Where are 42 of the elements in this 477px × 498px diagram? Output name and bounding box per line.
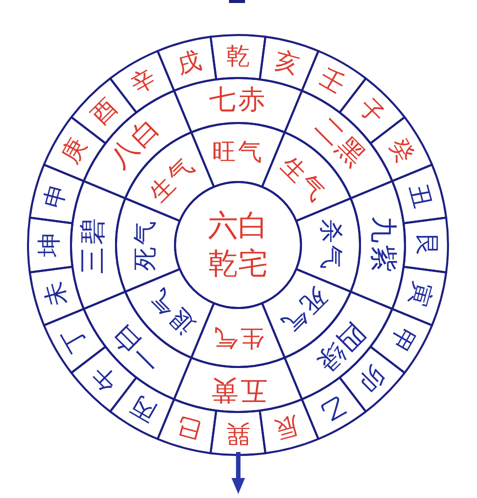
house-label: 乾宅 [208, 246, 268, 282]
star-label: 五黄 [209, 374, 267, 406]
mountain-label: 未 [38, 278, 72, 310]
mountain-sector [402, 216, 449, 274]
mountain-label: 庚 [56, 133, 92, 168]
mountain-sector [27, 216, 74, 274]
qi-label: 生气 [275, 150, 332, 208]
qi-label: 死气 [275, 282, 332, 340]
star-label: 三碧 [78, 216, 108, 274]
mountain-label: 戌 [174, 46, 204, 80]
mountain-label: 丙 [126, 390, 161, 427]
mountain-label: 亥 [272, 46, 302, 80]
mountain-label: 卯 [353, 360, 390, 398]
qi-label: 旺气 [212, 138, 264, 166]
qi-label: 生气 [212, 324, 264, 352]
mountain-label: 巳 [174, 410, 204, 444]
star-label: 六白 [208, 208, 268, 244]
star-label: 九紫 [368, 216, 398, 274]
mountain-label: 坤 [35, 233, 63, 257]
mountain-label: 甲 [384, 322, 420, 357]
mountain-label: 酉 [86, 92, 123, 130]
star-label: 七赤 [209, 84, 267, 116]
mountain-label: 丑 [404, 180, 438, 212]
mountain-label: 丁 [56, 322, 92, 357]
mountain-label: 癸 [384, 133, 420, 168]
mountain-label: 辰 [272, 410, 302, 444]
mountain-label: 子 [353, 92, 390, 130]
mountain-label: 乾 [226, 42, 250, 70]
qi-label: 杀气 [317, 219, 345, 271]
qi-label: 死气 [131, 219, 159, 271]
mountain-label: 巽 [226, 420, 250, 448]
mountain-label: 乙 [315, 390, 350, 427]
qi-label: 生气 [144, 150, 201, 208]
qi-label: 退气 [144, 282, 201, 340]
mountain-sector [210, 410, 266, 456]
mountain-label: 午 [86, 360, 123, 398]
mountain-label: 艮 [413, 233, 441, 257]
mountain-label: 申 [38, 180, 72, 212]
mountain-label: 辛 [126, 63, 161, 100]
mountain-label: 壬 [315, 63, 350, 100]
mountain-sector [210, 34, 266, 80]
mountain-label: 寅 [404, 278, 438, 310]
